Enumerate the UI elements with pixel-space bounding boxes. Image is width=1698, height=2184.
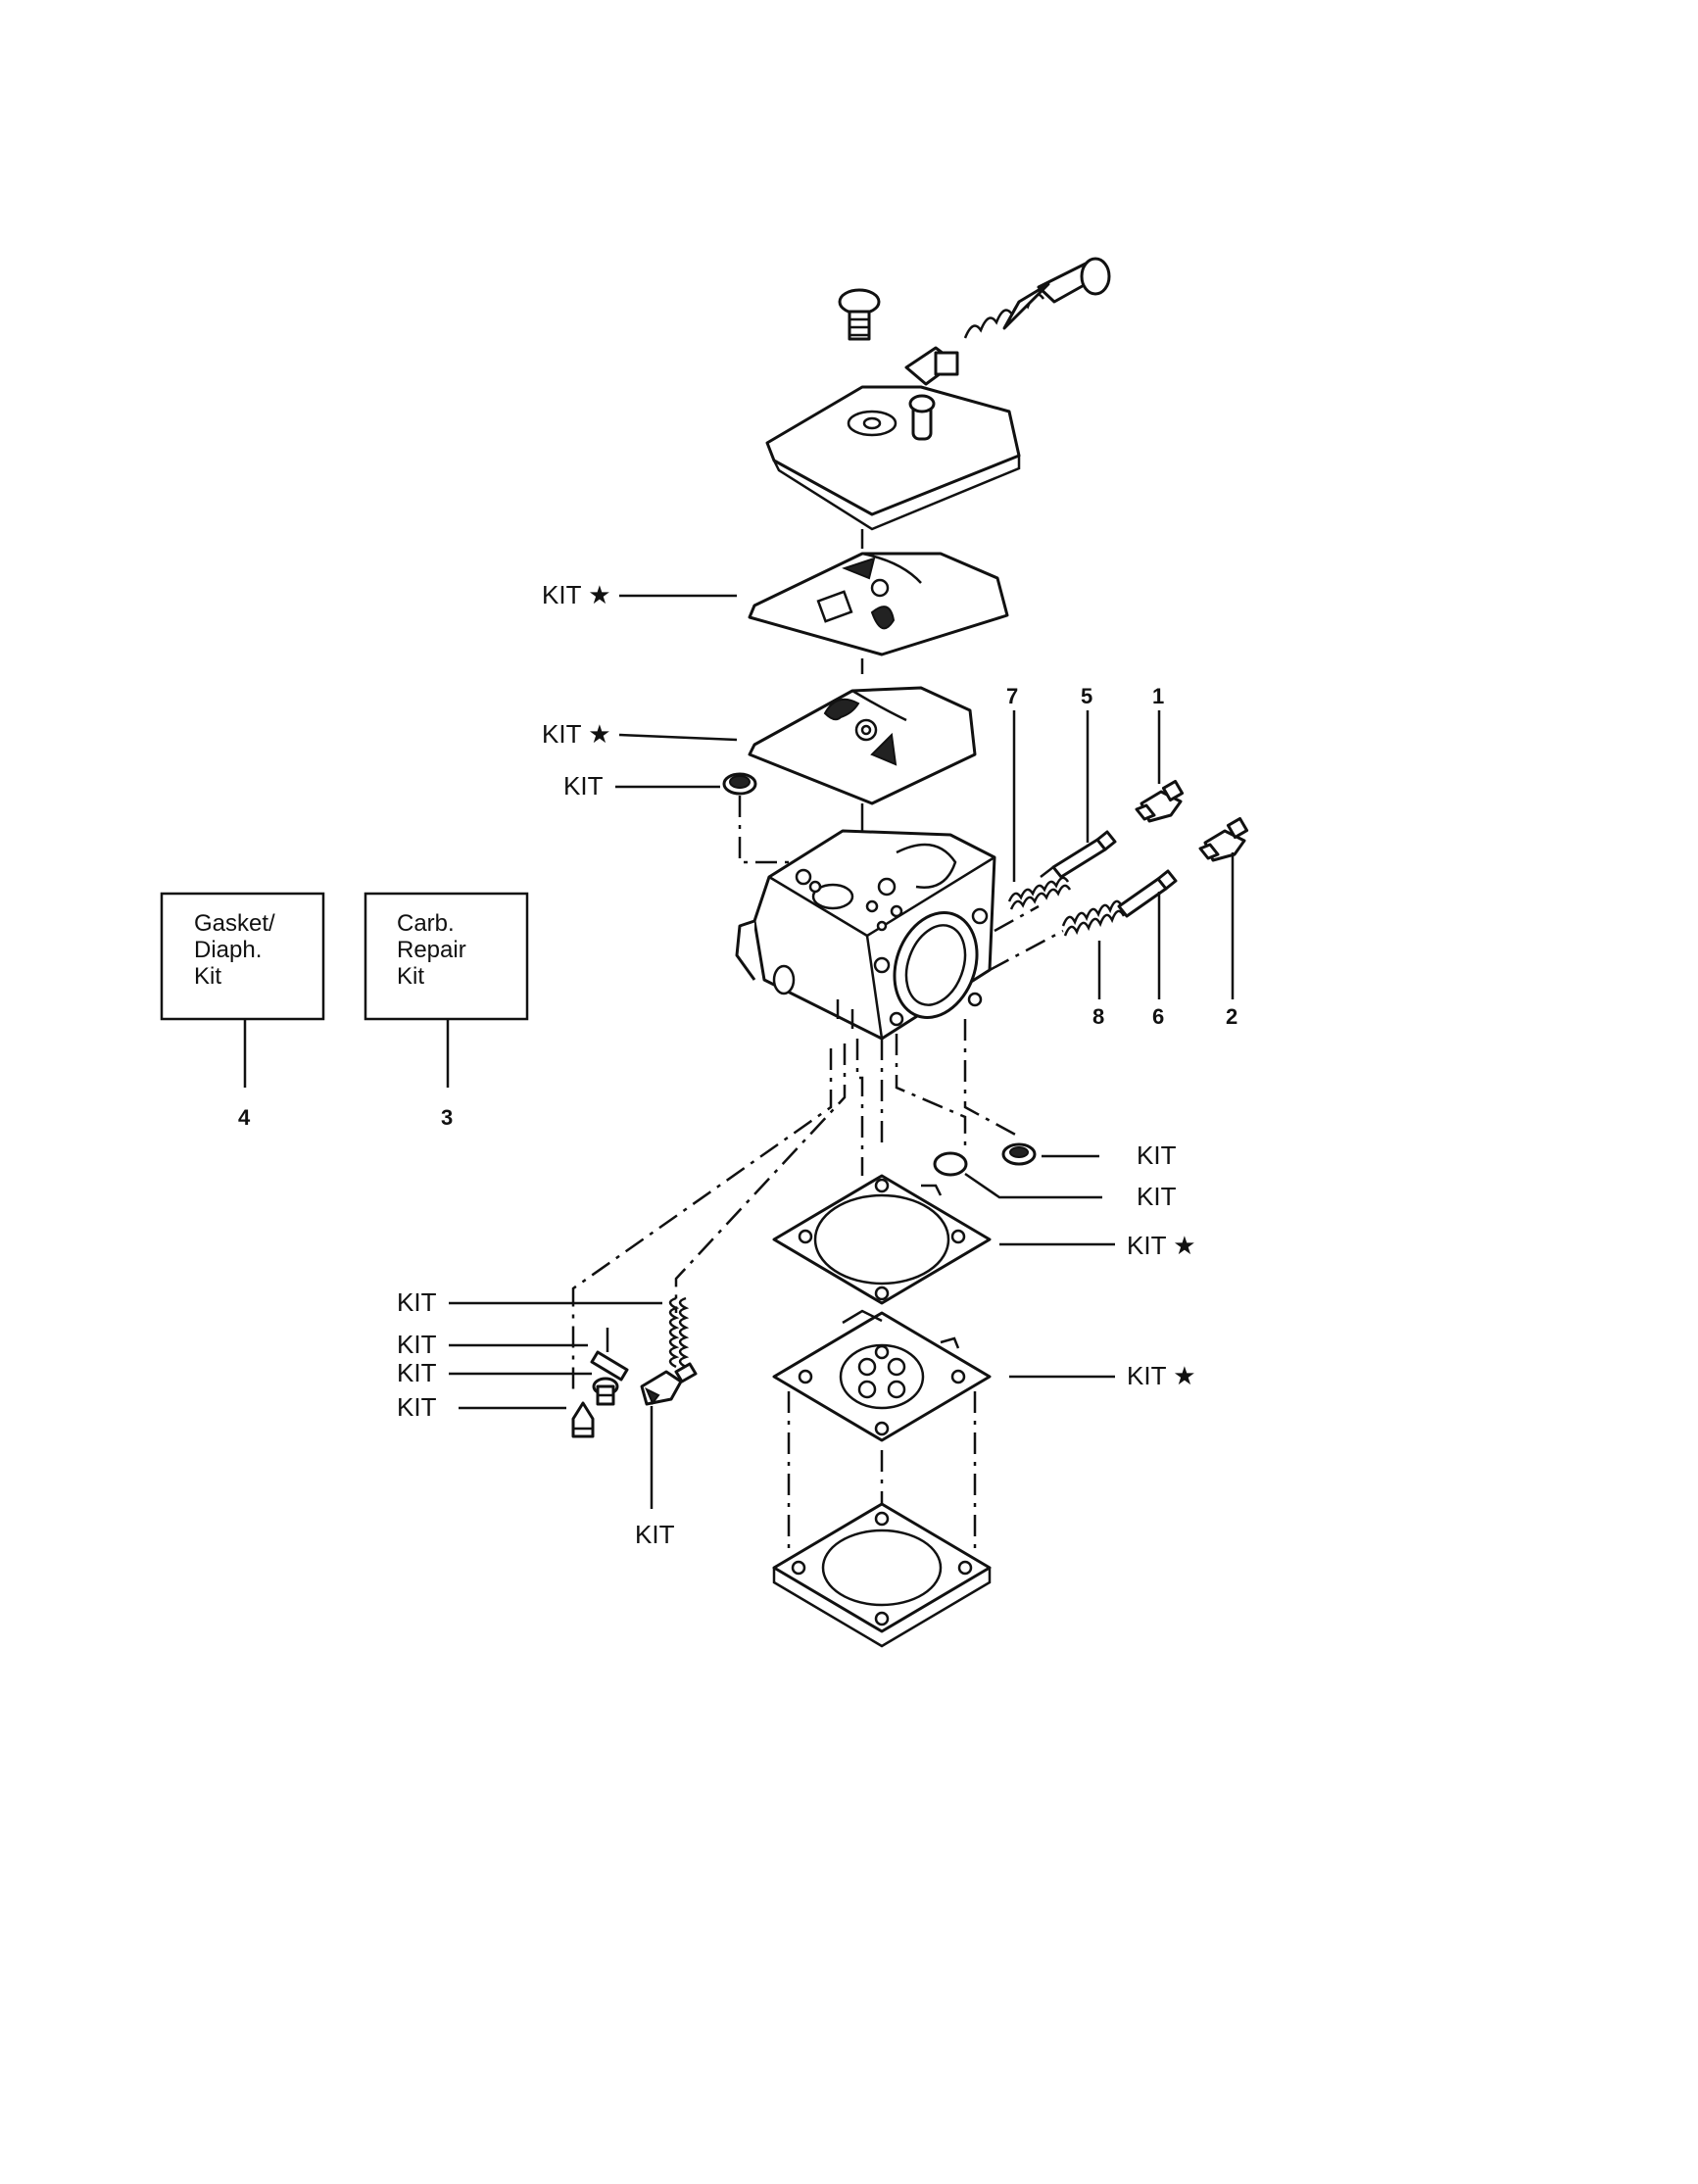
spring-7 [1007, 876, 1072, 910]
number-1: 1 [1152, 684, 1164, 708]
o-ring [933, 1151, 968, 1177]
label-kit-star-diaphragm: KIT ★ [542, 719, 611, 749]
number-8: 8 [1092, 1004, 1104, 1029]
pump-cover [772, 1502, 992, 1648]
gasket-diaph-kit-box: Gasket/ Diaph. Kit [160, 892, 325, 1021]
label-kit-o-ring: KIT [1137, 1182, 1177, 1211]
label-kit-inlet-spring: KIT [397, 1287, 437, 1317]
number-3: 3 [441, 1105, 453, 1130]
pump-gasket [772, 1174, 992, 1305]
metering-diaphragm [748, 686, 977, 805]
number-5: 5 [1081, 684, 1092, 708]
number-7: 7 [1006, 684, 1018, 708]
gasket-box-line-3: Kit [194, 963, 221, 990]
screw-small [592, 1377, 619, 1406]
label-kit-screen: KIT [563, 771, 604, 801]
number-4: 4 [238, 1105, 251, 1130]
carb-box-line-1: Carb. [397, 910, 455, 937]
limiter-cap-1 [1135, 779, 1185, 823]
limiter-cap-2 [1198, 816, 1249, 862]
label-kit-lever-pin: KIT [397, 1330, 437, 1359]
label-kit-star-gasket: KIT ★ [542, 580, 611, 609]
metering-gasket [748, 552, 1009, 656]
inlet-needle [571, 1401, 595, 1438]
check-valve-screen [1001, 1142, 1037, 1166]
gasket-box-line-2: Diaph. [194, 937, 262, 963]
label-kit-star-pump-diaphragm: KIT ★ [1127, 1361, 1196, 1390]
number-6: 6 [1152, 1004, 1164, 1029]
top-cover [765, 346, 1021, 531]
pump-diaphragm [772, 1309, 992, 1442]
spring-8 [1061, 899, 1126, 937]
label-kit-inlet-lever: KIT [635, 1520, 675, 1549]
inlet-spring [668, 1296, 690, 1369]
gasket-box-line-1: Gasket/ [194, 910, 275, 937]
inlet-screen [722, 772, 757, 796]
needle-6 [1117, 869, 1178, 918]
inlet-lever [640, 1362, 698, 1406]
needle-5 [1040, 830, 1117, 879]
screw-top [838, 288, 881, 341]
adjust-screw-spring [963, 257, 1111, 339]
label-kit-inlet-needle: KIT [397, 1392, 437, 1422]
label-kit-screw: KIT [397, 1358, 437, 1387]
carb-box-line-3: Kit [397, 963, 424, 990]
label-kit-check-screen: KIT [1137, 1141, 1177, 1170]
carb-repair-kit-box: Carb. Repair Kit [364, 892, 529, 1021]
label-kit-star-pump-gasket: KIT ★ [1127, 1231, 1196, 1260]
number-2: 2 [1226, 1004, 1237, 1029]
carb-box-line-2: Repair [397, 937, 466, 963]
lever-pin [590, 1328, 629, 1382]
